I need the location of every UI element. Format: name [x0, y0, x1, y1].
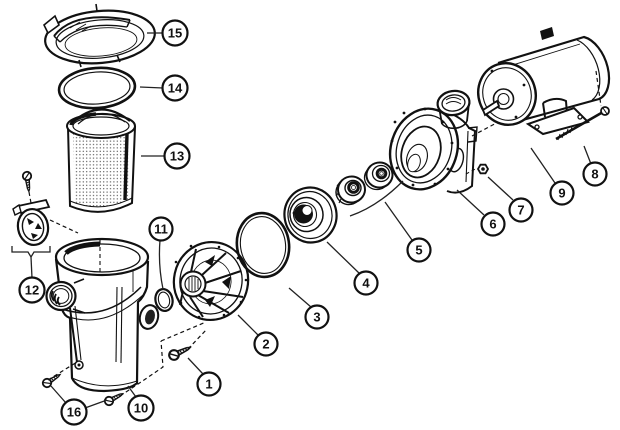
part-small-o-ring — [154, 287, 174, 313]
callout-13-label: 13 — [170, 149, 184, 164]
part-diffuser-screw — [160, 321, 208, 363]
callout-1-label: 1 — [205, 377, 212, 392]
callout-14-label: 14 — [168, 81, 183, 96]
part-nut — [465, 163, 490, 175]
part-housing-o-ring — [235, 211, 291, 279]
callout-6: 6 — [480, 211, 506, 237]
callout-10-label: 10 — [134, 401, 148, 416]
part-strainer-cover — [42, 3, 156, 68]
callouts: 1 2 3 4 5 6 7 8 — [18, 19, 608, 426]
callout-15-label: 15 — [168, 26, 182, 41]
callout-5: 5 — [406, 237, 432, 263]
callout-1: 1 — [196, 371, 222, 397]
callout-16: 16 — [60, 398, 88, 426]
callout-8: 8 — [582, 161, 608, 187]
callout-10: 10 — [127, 394, 155, 422]
callout-15: 15 — [161, 19, 189, 47]
part-mounting-bolt — [555, 70, 610, 141]
callout-3: 3 — [304, 304, 330, 330]
callout-8-label: 8 — [591, 167, 598, 182]
callout-6-label: 6 — [489, 217, 496, 232]
callout-9: 9 — [549, 180, 575, 206]
callout-7-label: 7 — [517, 203, 524, 218]
callout-13: 13 — [163, 142, 191, 170]
callout-2: 2 — [253, 331, 279, 357]
callout-2-label: 2 — [262, 337, 269, 352]
callout-5-label: 5 — [415, 243, 422, 258]
callout-12: 12 — [18, 276, 46, 304]
callout-3-label: 3 — [313, 310, 320, 325]
callout-16-label: 16 — [67, 405, 81, 420]
part-impeller — [283, 186, 338, 244]
leader-lines — [11, 32, 592, 409]
part-cover-o-ring — [57, 66, 137, 110]
callout-7: 7 — [508, 197, 534, 223]
callout-11-label: 11 — [154, 222, 168, 237]
part-strainer-basket — [66, 108, 137, 213]
callout-4-label: 4 — [362, 276, 370, 291]
callout-11: 11 — [148, 216, 174, 242]
part-clamp-assembly — [12, 170, 79, 247]
part-shaft-seal — [335, 161, 394, 206]
part-motor — [477, 27, 611, 136]
part-pump-body — [45, 237, 160, 393]
callout-14: 14 — [161, 74, 189, 102]
part-housing-screws — [40, 340, 164, 408]
part-seal-plate-housing — [388, 89, 503, 194]
callout-12-label: 12 — [25, 283, 39, 298]
callout-9-label: 9 — [558, 186, 565, 201]
part-diffuser — [172, 240, 250, 322]
callout-4: 4 — [353, 270, 379, 296]
